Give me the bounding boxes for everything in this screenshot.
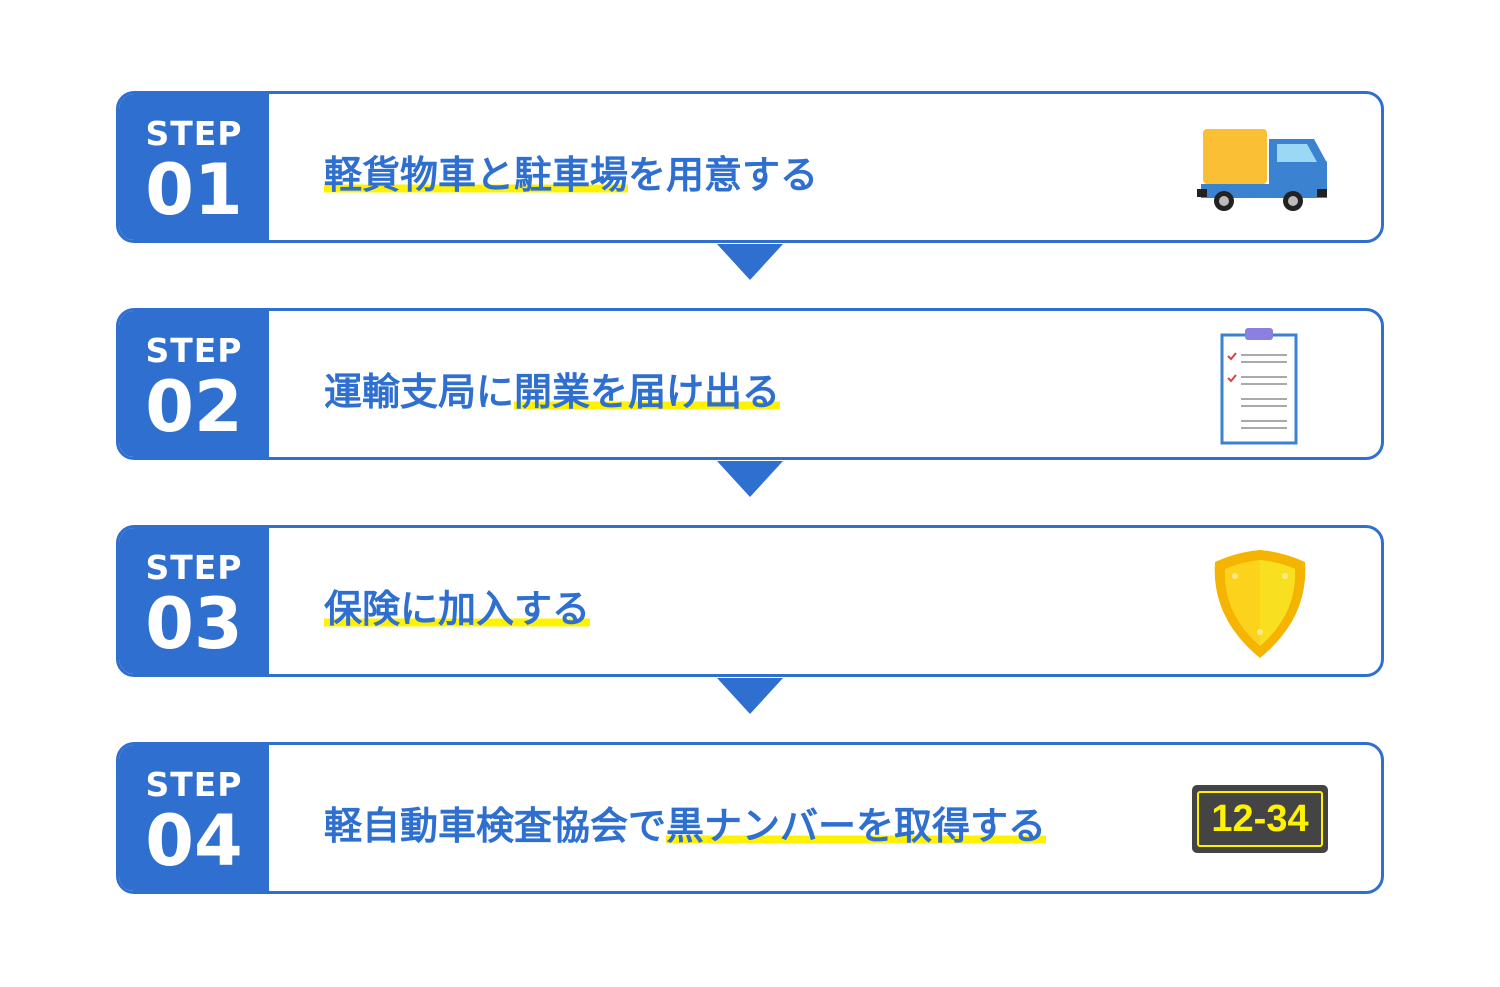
step-title: 運輸支局に開業を届け出る bbox=[324, 361, 781, 416]
title-highlight: 軽貨物車と駐車場 bbox=[324, 153, 629, 197]
title-pre: 運輸支局に bbox=[324, 370, 515, 414]
down-arrow bbox=[717, 244, 783, 280]
title-highlight: 黒ナンバーを取得する bbox=[666, 804, 1047, 848]
step-number: 01 bbox=[145, 149, 243, 231]
title-pre: 軽自動車検査協会で bbox=[324, 804, 667, 848]
step-title: 軽自動車検査協会で黒ナンバーを取得する bbox=[324, 795, 1047, 850]
down-arrow bbox=[717, 461, 783, 497]
step-title: 保険に加入する bbox=[324, 578, 591, 633]
step-label: STEP bbox=[145, 765, 243, 804]
title-highlight: 開業を届け出る bbox=[514, 370, 781, 414]
truck-icon bbox=[1197, 129, 1327, 211]
step-label: STEP bbox=[145, 114, 243, 153]
step-number: 04 bbox=[145, 800, 243, 882]
down-arrow bbox=[717, 678, 783, 714]
step-label: STEP bbox=[145, 331, 243, 370]
clipboard-icon bbox=[1220, 328, 1298, 445]
title-rest: を用意する bbox=[628, 153, 819, 197]
step-label: STEP bbox=[145, 548, 243, 587]
license-plate-icon: 12-34 bbox=[1192, 785, 1328, 853]
plate-number: 12-34 bbox=[1197, 791, 1323, 847]
shield-icon bbox=[1214, 550, 1306, 658]
title-highlight: 保険に加入する bbox=[324, 587, 591, 631]
step-title: 軽貨物車と駐車場を用意する bbox=[324, 144, 818, 199]
step-number: 02 bbox=[145, 366, 243, 448]
step-number: 03 bbox=[145, 583, 243, 665]
